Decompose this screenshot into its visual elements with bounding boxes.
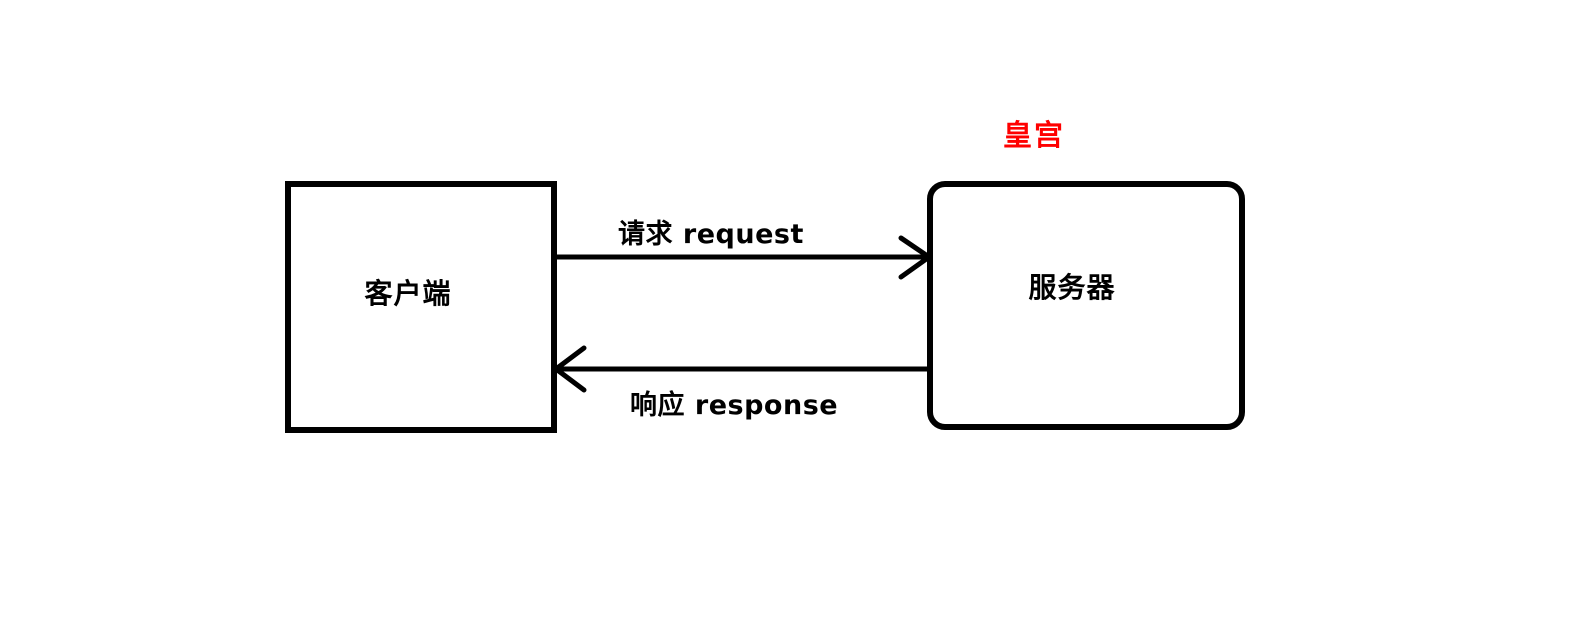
client-node-label: 客户端 [364,277,452,310]
palace-annotation: 皇宫 [1003,118,1066,152]
response-arrowhead-icon [551,345,587,393]
server-node: 服务器 [927,181,1245,430]
request-arrowhead-icon [898,235,934,280]
response-edge-label: 响应 response [630,390,839,421]
server-node-label: 服务器 [1028,270,1116,304]
request-edge-label: 请求 request [618,219,804,250]
client-node: 客户端 [285,181,557,433]
